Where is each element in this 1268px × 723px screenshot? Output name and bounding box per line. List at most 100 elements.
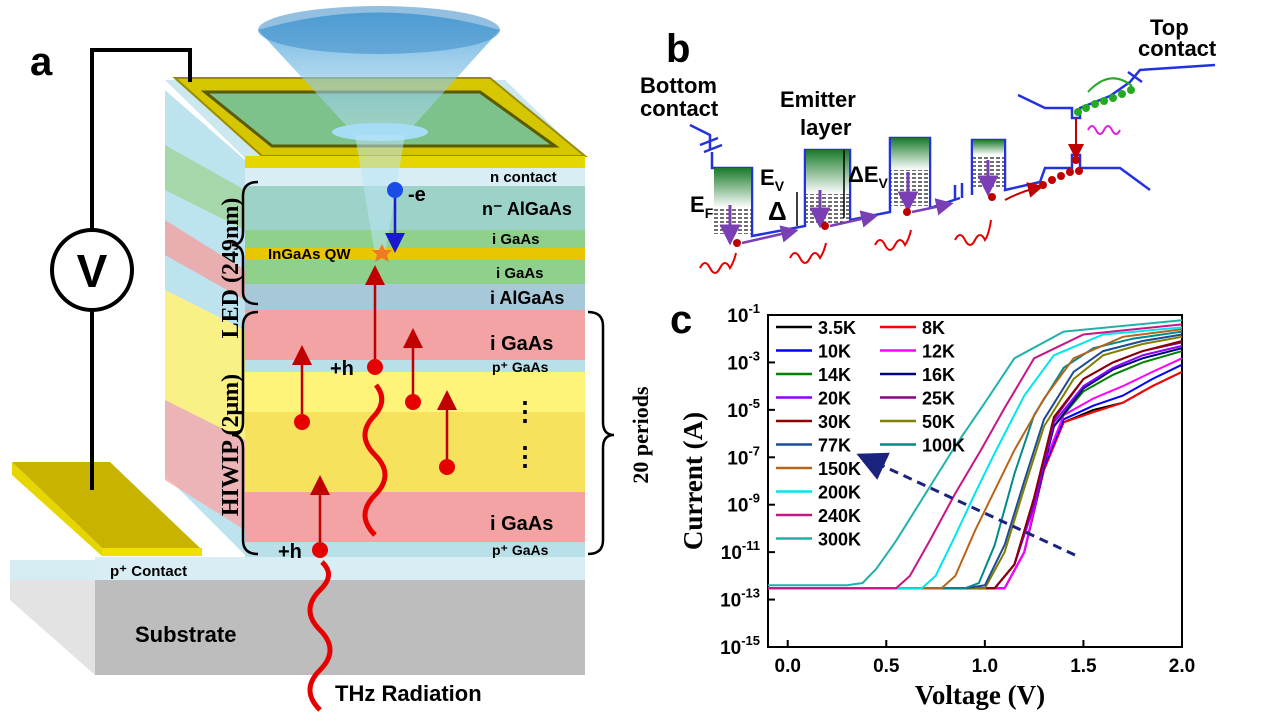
label-ingaas-qw: InGaAs QW	[268, 246, 351, 263]
band-electron	[1109, 94, 1117, 102]
led-brace	[231, 180, 259, 306]
emitter-label-1: Emitter	[780, 87, 856, 112]
emitter-well	[806, 150, 849, 194]
electron-label: -e	[408, 184, 426, 206]
hole-injection-arrow	[1004, 182, 1044, 201]
top-contact-label-1: Top	[1150, 15, 1189, 40]
band-hole	[1075, 167, 1083, 175]
p-contact-pad-edge	[102, 548, 202, 556]
label-p-contact: p⁺ Contact	[110, 563, 187, 580]
legend-label: 16K	[922, 365, 955, 385]
series-line-200K	[768, 326, 1183, 590]
band-electron	[1100, 97, 1108, 105]
light-beam	[355, 135, 405, 255]
layer-p-gaas-2	[245, 542, 585, 557]
legend-label: 20K	[818, 389, 851, 409]
delta-ev-label: ΔEV	[848, 162, 889, 191]
period-dots: ⋮	[512, 396, 538, 426]
y-tick-label: 10-15	[720, 633, 760, 659]
panel-a: V a n contact n⁻ AlGaAs i GaAs InGaAs QW…	[10, 6, 653, 712]
legend-label: 3.5K	[818, 318, 856, 338]
chart-legend: 3.5K10K14K20K30K77K150K200K240K300K8K12K…	[776, 318, 965, 550]
legend-label: 200K	[818, 483, 861, 503]
thz-photon	[874, 229, 912, 251]
emitter-well	[891, 138, 929, 170]
layer-n-contact	[245, 168, 585, 186]
y-tick-label: 10-5	[727, 396, 760, 422]
x-tick-label: 1.0	[972, 656, 998, 677]
layer-i-gaas-2	[245, 492, 585, 542]
electron-injection-arrow	[1087, 77, 1133, 93]
panel-b: b Bottom contact Emitter layer Top conta…	[640, 15, 1217, 274]
transit-arrow	[741, 225, 799, 245]
electron	[387, 182, 403, 198]
band-electron	[1127, 86, 1135, 94]
label-n-contact: n contact	[490, 169, 557, 186]
delta-label: Δ	[768, 196, 787, 226]
band-hole	[1039, 181, 1047, 189]
hole	[294, 414, 310, 430]
band-hole	[733, 239, 741, 247]
label-i-gaas-mid: i GaAs	[496, 265, 544, 282]
thz-wave-main	[307, 560, 333, 712]
band-electron	[1074, 108, 1082, 116]
photon-emission	[1087, 125, 1121, 135]
hole-label-1: +h	[330, 358, 354, 380]
panel-a-label: a	[30, 40, 53, 84]
periods-brace	[587, 310, 615, 556]
band-hole	[903, 208, 911, 216]
legend-label: 77K	[818, 436, 851, 456]
bottom-contact-label-2: contact	[640, 96, 719, 121]
layer-i-gaas-mid	[245, 260, 585, 284]
y-tick-label: 10-7	[727, 443, 760, 469]
bottom-contact-label-1: Bottom	[640, 73, 717, 98]
legend-label: 25K	[922, 389, 955, 409]
panel-b-label: b	[666, 27, 690, 71]
ef-label: EF	[690, 192, 714, 221]
layer-p-gaas-1	[245, 360, 585, 372]
emitter-well-hatch	[714, 208, 751, 234]
legend-label: 240K	[818, 506, 861, 526]
thz-photon	[954, 219, 992, 246]
substrate-front	[95, 580, 585, 675]
legend-label: 30K	[818, 412, 851, 432]
temperature-trend-arrow	[856, 452, 1076, 557]
x-tick-label: 1.5	[1070, 656, 1097, 677]
label-thz: THz Radiation	[335, 681, 482, 706]
band-electron	[1082, 104, 1090, 112]
label-i-algaas: i AlGaAs	[490, 288, 564, 308]
periods-label: 20 periods	[628, 386, 653, 484]
thz-photon	[699, 252, 737, 274]
contact-capacitor	[699, 136, 719, 147]
emitter-well	[973, 140, 1004, 155]
legend-label: 8K	[922, 318, 945, 338]
top-band	[1017, 63, 1216, 120]
valence-band	[689, 123, 712, 150]
period-dots: ⋮	[512, 441, 538, 471]
chart-series	[768, 319, 1183, 590]
thz-wave-absorbed	[362, 383, 388, 537]
substrate-side	[10, 580, 95, 675]
hole-label-2: +h	[278, 541, 302, 563]
emitter-well-hatch	[891, 170, 929, 206]
light-cone-top	[258, 6, 500, 54]
series-line-300K	[768, 319, 1183, 587]
emitter-well-hatch	[806, 194, 849, 224]
emitter-label-2: layer	[800, 115, 852, 140]
label-i-gaas-2: i GaAs	[490, 513, 553, 535]
y-tick-label: 10-11	[721, 538, 760, 564]
layer-i-gaas-top	[245, 230, 585, 248]
band-hole	[821, 222, 829, 230]
y-tick-label: 10-1	[727, 301, 760, 327]
p-contact-pad-top	[12, 462, 200, 548]
substrate-top	[10, 560, 100, 580]
mesa-left-stripe	[165, 400, 245, 530]
top-capacitor	[1127, 70, 1143, 84]
legend-label: 10K	[818, 342, 851, 362]
band-electron	[1091, 100, 1099, 108]
hiwip-brace	[231, 310, 259, 556]
p-contact-layer	[95, 557, 585, 580]
legend-label: 14K	[818, 365, 851, 385]
label-i-gaas-top: i GaAs	[492, 231, 540, 248]
